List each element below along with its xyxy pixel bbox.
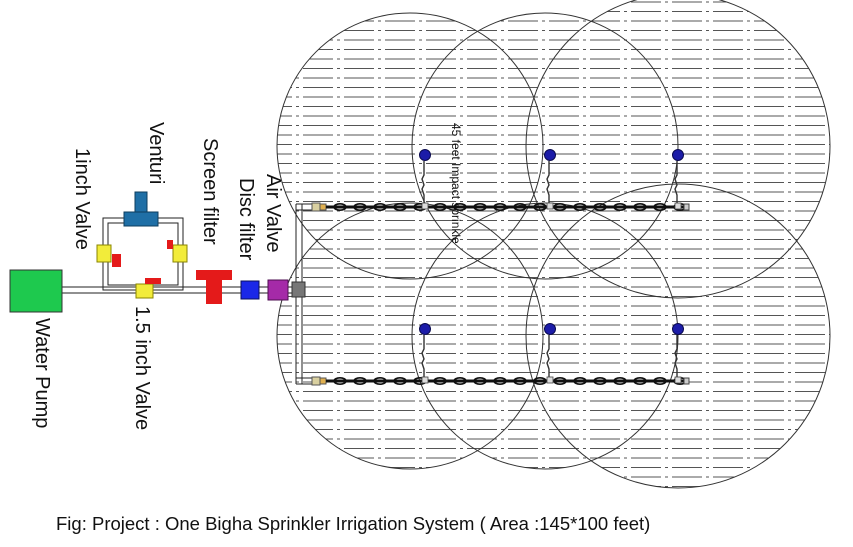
pipe-coupler	[593, 376, 607, 385]
pipe-coupler	[533, 376, 547, 385]
pipe-coupler	[613, 203, 627, 212]
screen-filter-label: Screen filter	[199, 138, 221, 245]
pipe-coupler	[653, 376, 667, 385]
pipe-coupler	[553, 203, 567, 212]
coverage-circle-top-2	[411, 12, 679, 280]
sprinkler-riser	[546, 161, 550, 205]
sprinkler-riser	[674, 335, 678, 379]
venturi-valve	[167, 240, 188, 263]
pipe-coupler	[573, 203, 587, 212]
coverage-circle-bottom-1	[276, 202, 544, 470]
one-point-five-inch-valve-label: 1.5 inch Valve	[131, 306, 153, 430]
sprinkler-riser	[421, 335, 425, 379]
screen-filter	[196, 270, 232, 304]
sprinkler-riser	[674, 161, 678, 205]
disc-filter	[240, 280, 260, 300]
pipe-coupler	[573, 376, 587, 385]
air-valve	[267, 279, 289, 301]
lateral-row-2	[311, 323, 690, 386]
water-pump	[9, 269, 63, 313]
sprinkler-head	[419, 323, 431, 335]
pipe-coupler	[633, 203, 647, 212]
sprinkler-label: 45 feet Impact sprinkle	[449, 123, 463, 244]
one-inch-valve-label: 1inch Valve	[71, 148, 93, 250]
pipe-coupler	[333, 203, 347, 212]
sprinkler-tee	[421, 376, 429, 384]
pipe-coupler	[453, 376, 467, 385]
sprinkler-head	[672, 323, 684, 335]
pipe-coupler	[633, 376, 647, 385]
water-pump-label: Water Pump	[31, 318, 53, 428]
lateral-end-coupler	[319, 377, 327, 385]
field-hatching	[277, 1, 830, 487]
pipe-coupler	[493, 376, 507, 385]
pipe-coupler	[533, 203, 547, 212]
lateral-end-coupler	[311, 202, 321, 212]
venturi-injector	[123, 191, 159, 227]
header-coupler	[291, 281, 306, 298]
figure-caption: Fig: Project : One Bigha Sprinkler Irrig…	[56, 513, 650, 534]
sprinkler-head	[544, 149, 556, 161]
one-inch-valve	[96, 244, 121, 267]
pipe-coupler	[473, 376, 487, 385]
pipe-coupler	[513, 376, 527, 385]
lateral-end-cap	[683, 203, 690, 211]
lateral-end-coupler	[311, 376, 321, 386]
disc-filter-label: Disc filter	[235, 178, 257, 261]
pipe-coupler	[433, 203, 447, 212]
coverage-circle-bottom-2	[411, 202, 679, 470]
pipe-coupler	[473, 203, 487, 212]
coverage-circle-top-3	[525, 0, 831, 299]
pipe-coupler	[353, 376, 367, 385]
pipe-coupler	[613, 376, 627, 385]
one-point-five-inch-valve	[135, 278, 161, 299]
pipe-coupler	[433, 376, 447, 385]
water-pump-label-group: Water Pump	[31, 318, 53, 428]
air-valve-label: Air Valve	[262, 174, 284, 253]
pipe-coupler	[393, 203, 407, 212]
pipe-coupler	[553, 376, 567, 385]
pipe-coupler	[353, 203, 367, 212]
pipe-coupler	[333, 376, 347, 385]
pipe-coupler	[513, 203, 527, 212]
pipe-coupler	[453, 203, 467, 212]
sprinkler-tee	[674, 202, 682, 210]
venturi-label: Venturi	[145, 122, 167, 184]
sprinkler-tee	[421, 202, 429, 210]
coverage-circle-top-1	[276, 12, 544, 280]
pipe-coupler	[373, 203, 387, 212]
sprinkler-riser	[546, 335, 550, 379]
sprinkler-tee	[546, 376, 554, 384]
pipe-coupler	[393, 376, 407, 385]
pipe-coupler	[593, 203, 607, 212]
lateral-end-cap	[683, 377, 690, 385]
sprinkler-head	[672, 149, 684, 161]
coverage-circle-bottom-3	[525, 183, 831, 489]
sprinkler-tee	[674, 376, 682, 384]
lateral-row-1	[311, 149, 690, 212]
coverage-circles	[276, 0, 831, 489]
pipe-coupler	[493, 203, 507, 212]
sprinkler-head	[419, 149, 431, 161]
lateral-lines	[311, 149, 690, 386]
sprinkler-head	[544, 323, 556, 335]
pipe-coupler	[653, 203, 667, 212]
sprinkler-tee	[546, 202, 554, 210]
sprinkler-riser	[421, 161, 425, 205]
pipe-coupler	[373, 376, 387, 385]
lateral-end-coupler	[319, 203, 327, 211]
